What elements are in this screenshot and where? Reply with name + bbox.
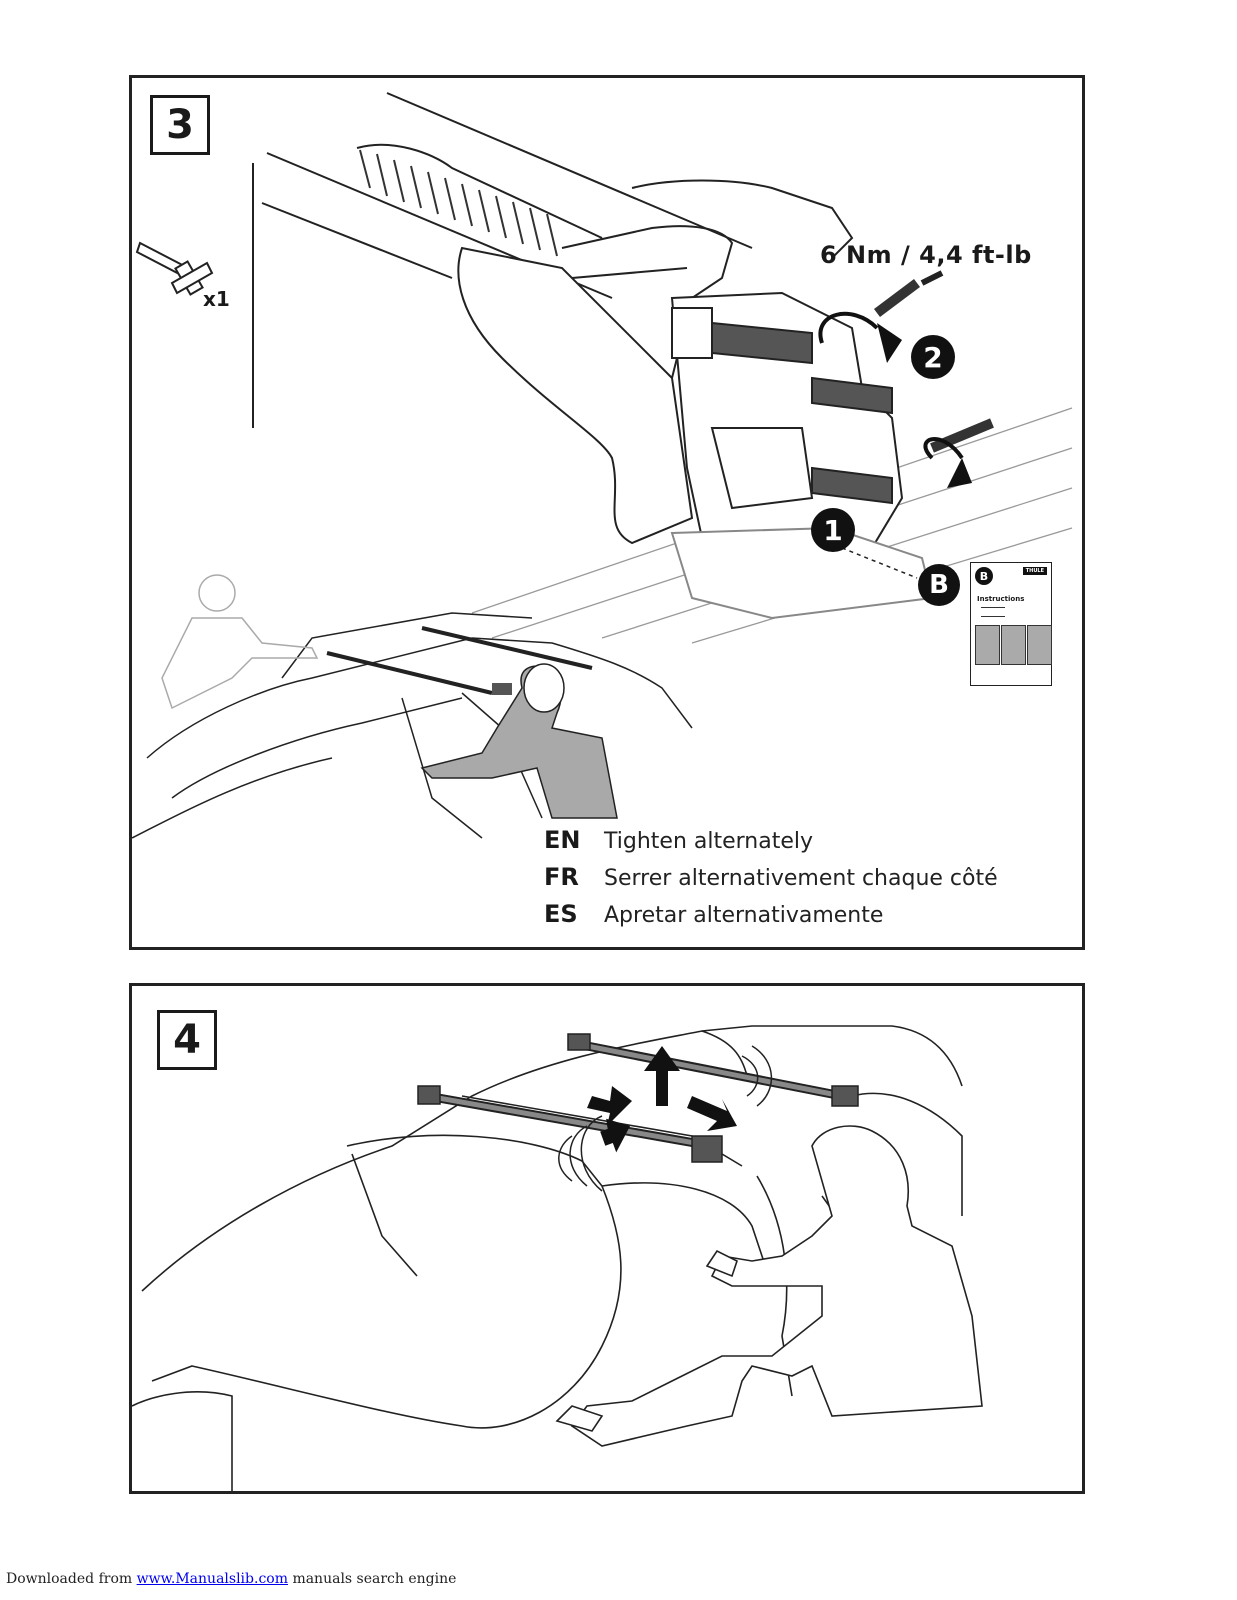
torque-spec: 6 Nm / 4,4 ft-lb [820, 241, 1032, 269]
person [555, 1125, 983, 1447]
foreground-person [420, 663, 618, 819]
footer-prefix: Downloaded from [6, 1571, 133, 1587]
booklet-figure [975, 625, 1000, 665]
manualslib-link[interactable]: www.Manualslib.com [136, 1571, 288, 1587]
booklet-figure [1001, 625, 1026, 665]
step-4-panel: 4 [129, 983, 1085, 1494]
legend-row-es: ES Apretar alternativamente [544, 900, 998, 937]
instruction-text: Apretar alternativamente [604, 903, 884, 928]
step-3-illustration [132, 92, 1073, 839]
roof-bar-foot [261, 92, 994, 620]
step-number: 3 [166, 102, 194, 148]
language-code: FR [544, 863, 579, 891]
step-3-panel: 3 [129, 75, 1085, 950]
legend-row-fr: FR Serrer alternativement chaque côté [544, 863, 998, 900]
instruction-text: Tighten alternately [604, 829, 814, 854]
booklet-title: Instructions [977, 595, 1025, 603]
step-number-badge: 4 [157, 1010, 217, 1070]
instruction-legend: EN Tighten alternately FR Serrer alterna… [544, 826, 998, 937]
reference-badge-b: B [918, 564, 960, 606]
direction-arrows-icon [587, 1046, 737, 1153]
step-number-badge: 3 [150, 95, 210, 155]
hex-key-icon [135, 241, 214, 296]
booklet-figure [1027, 625, 1052, 665]
step-badge-1: 1 [811, 508, 855, 552]
booklet-brand: THULE [1022, 567, 1047, 575]
legend-row-en: EN Tighten alternately [544, 826, 998, 863]
language-code: ES [544, 900, 578, 928]
roof-bars [326, 626, 593, 695]
roof-bars [426, 1039, 843, 1151]
instruction-booklet-icon: B THULE Instructions [970, 562, 1052, 686]
footer: Downloaded from www.Manualslib.com manua… [6, 1571, 456, 1587]
step-badge-2: 2 [911, 335, 955, 379]
step-4-illustration [132, 1025, 983, 1491]
tool-quantity: x1 [203, 287, 230, 311]
language-code: EN [544, 826, 581, 854]
booklet-lines [981, 607, 1005, 617]
booklet-badge: B [975, 567, 993, 585]
background-person [161, 574, 319, 710]
instruction-text: Serrer alternativement chaque côté [604, 866, 998, 891]
rotate-arrow-icon [818, 311, 964, 460]
step-number: 4 [173, 1017, 201, 1063]
footer-suffix: manuals search engine [292, 1571, 457, 1587]
